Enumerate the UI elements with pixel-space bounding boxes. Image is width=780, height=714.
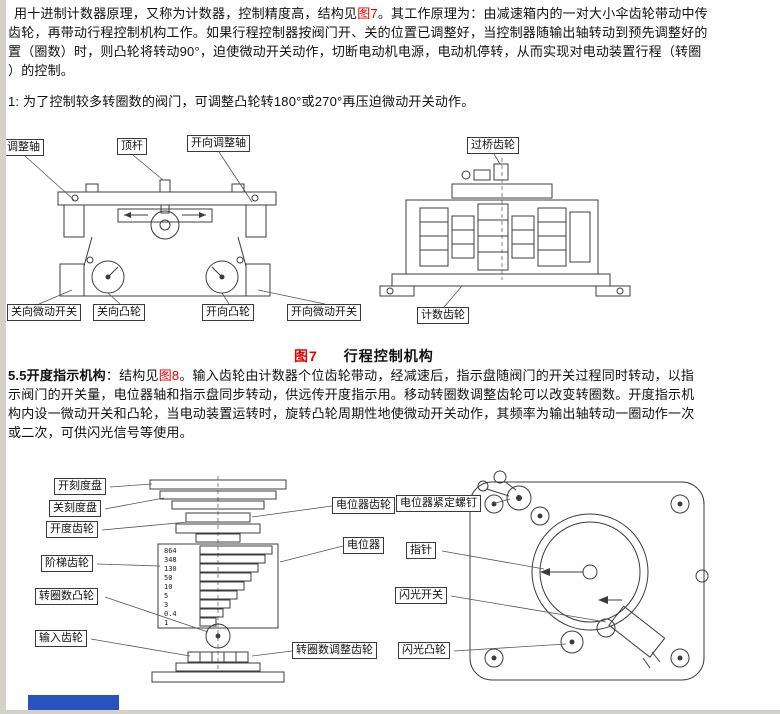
label-step-gear: 阶梯齿轮 — [41, 555, 93, 572]
fig7-right-assembly — [379, 158, 631, 297]
gear-number: 3 — [164, 601, 168, 609]
text-segment: 用十进制计数器原理，又称为计数器，控制精度高，结构见 — [14, 6, 358, 21]
label-pot-set-screw: 电位器紧定螺钉 — [396, 495, 481, 512]
label-bridge-gear: 过桥齿轮 — [467, 137, 519, 154]
label-count-gear: 计数齿轮 — [417, 307, 469, 324]
label-pot-gear: 电位器齿轮 — [332, 497, 395, 514]
label-turns-adjust-gear: 转圈数调整齿轮 — [292, 642, 377, 659]
section-heading: 5.5开度指示机构 — [8, 368, 106, 383]
fig8-leader-lines — [90, 483, 607, 657]
label-turns-cam: 转圈数凸轮 — [35, 588, 98, 605]
gear-number: 1 — [164, 619, 168, 627]
label-open-dial: 开刻度盘 — [54, 478, 106, 495]
label-close-cam: 关向凸轮 — [93, 304, 145, 321]
text-line: 齿轮，再带动行程控制机构工作。如果行程控制器按阀门开、关的位置已调整好，当控制器… — [8, 25, 708, 40]
figure7-drawing — [24, 151, 631, 308]
text-segment: 。输入齿轮由计数器个位齿轮带动，经减速后，指示盘随阀门的开关过程同时转动，以指 — [179, 368, 695, 383]
text-segment: 。其工作原理为：由减速箱内的一对大小伞齿轮带动中传 — [377, 6, 708, 21]
text-segment: ：结构见 — [105, 368, 159, 383]
gear-number: 50 — [164, 574, 172, 582]
text-line: 或二次，可供闪光信号等使用。 — [8, 425, 193, 440]
label-open-cam: 开向凸轮 — [202, 304, 254, 321]
gear-number: 348 — [164, 556, 177, 564]
text-line: 置（圈数）时，则凸轮将转动90°，迫使微动开关动作，切断电动机电源，电动机停转，… — [8, 44, 702, 59]
figure7-caption-number: 图7 — [294, 348, 318, 364]
fig7-leader-lines — [24, 151, 501, 308]
label-adjust-axis: 向调整轴 — [0, 139, 44, 156]
label-pointer: 指针 — [406, 542, 436, 559]
fig7-left-assembly — [57, 179, 277, 297]
text-line: 用十进制计数器原理，又称为计数器，控制精度高，结构见图7。其工作原理为：由减速箱… — [14, 4, 708, 23]
label-flash-cam: 闪光凸轮 — [398, 642, 450, 659]
text-line: ）的控制。 — [8, 63, 75, 78]
gear-number: 864 — [164, 547, 177, 555]
figure7-caption: 图7 行程控制机构 — [294, 346, 434, 366]
figure8-drawing: 864 348 130 50 10 5 3 0.4 1 — [90, 470, 709, 683]
label-opening-gear: 开度齿轮 — [46, 521, 98, 538]
bottom-blue-bar[interactable] — [28, 695, 119, 711]
label-close-dial: 关刻度盘 — [49, 500, 101, 517]
label-open-adjust-axis: 开向调整轴 — [187, 135, 250, 152]
note-line: 1: 为了控制较多转圈数的阀门，可调整凸轮转180°或270°再压迫微动开关动作… — [8, 94, 475, 109]
gear-number: 10 — [164, 583, 172, 591]
label-flash-switch: 闪光开关 — [395, 587, 447, 604]
label-close-microswitch: 关向微动开关 — [7, 304, 81, 321]
label-input-gear: 输入齿轮 — [35, 630, 87, 647]
text-line: 5.5开度指示机构：结构见图8。输入齿轮由计数器个位齿轮带动，经减速后，指示盘随… — [8, 366, 694, 385]
figure7-inline-reference: 图7 — [357, 6, 378, 21]
gear-number: 130 — [164, 565, 177, 573]
gear-number: 5 — [164, 592, 168, 600]
window-edge-left — [0, 0, 6, 714]
text-line: 构内设一微动开关和凸轮，当电动装置运转时，旋转凸轮周期性地使微动开关动作，其频率… — [8, 406, 695, 421]
text-line: 示阀门的开关量，电位器轴和指示盘同步转动，供远传开度指示用。移动转圈数调整齿轮可… — [8, 387, 695, 402]
label-top-rod: 顶杆 — [117, 138, 147, 155]
window-edge-bottom — [0, 710, 780, 714]
fig8-left-assembly: 864 348 130 50 10 5 3 0.4 1 — [149, 476, 287, 683]
figure7-caption-title: 行程控制机构 — [343, 348, 434, 364]
fig8-right-assembly — [469, 470, 709, 681]
label-potentiometer: 电位器 — [343, 537, 384, 554]
gear-number: 0.4 — [164, 610, 177, 618]
figure8-inline-reference: 图8 — [158, 368, 180, 383]
label-open-microswitch: 开向微动开关 — [287, 304, 361, 321]
